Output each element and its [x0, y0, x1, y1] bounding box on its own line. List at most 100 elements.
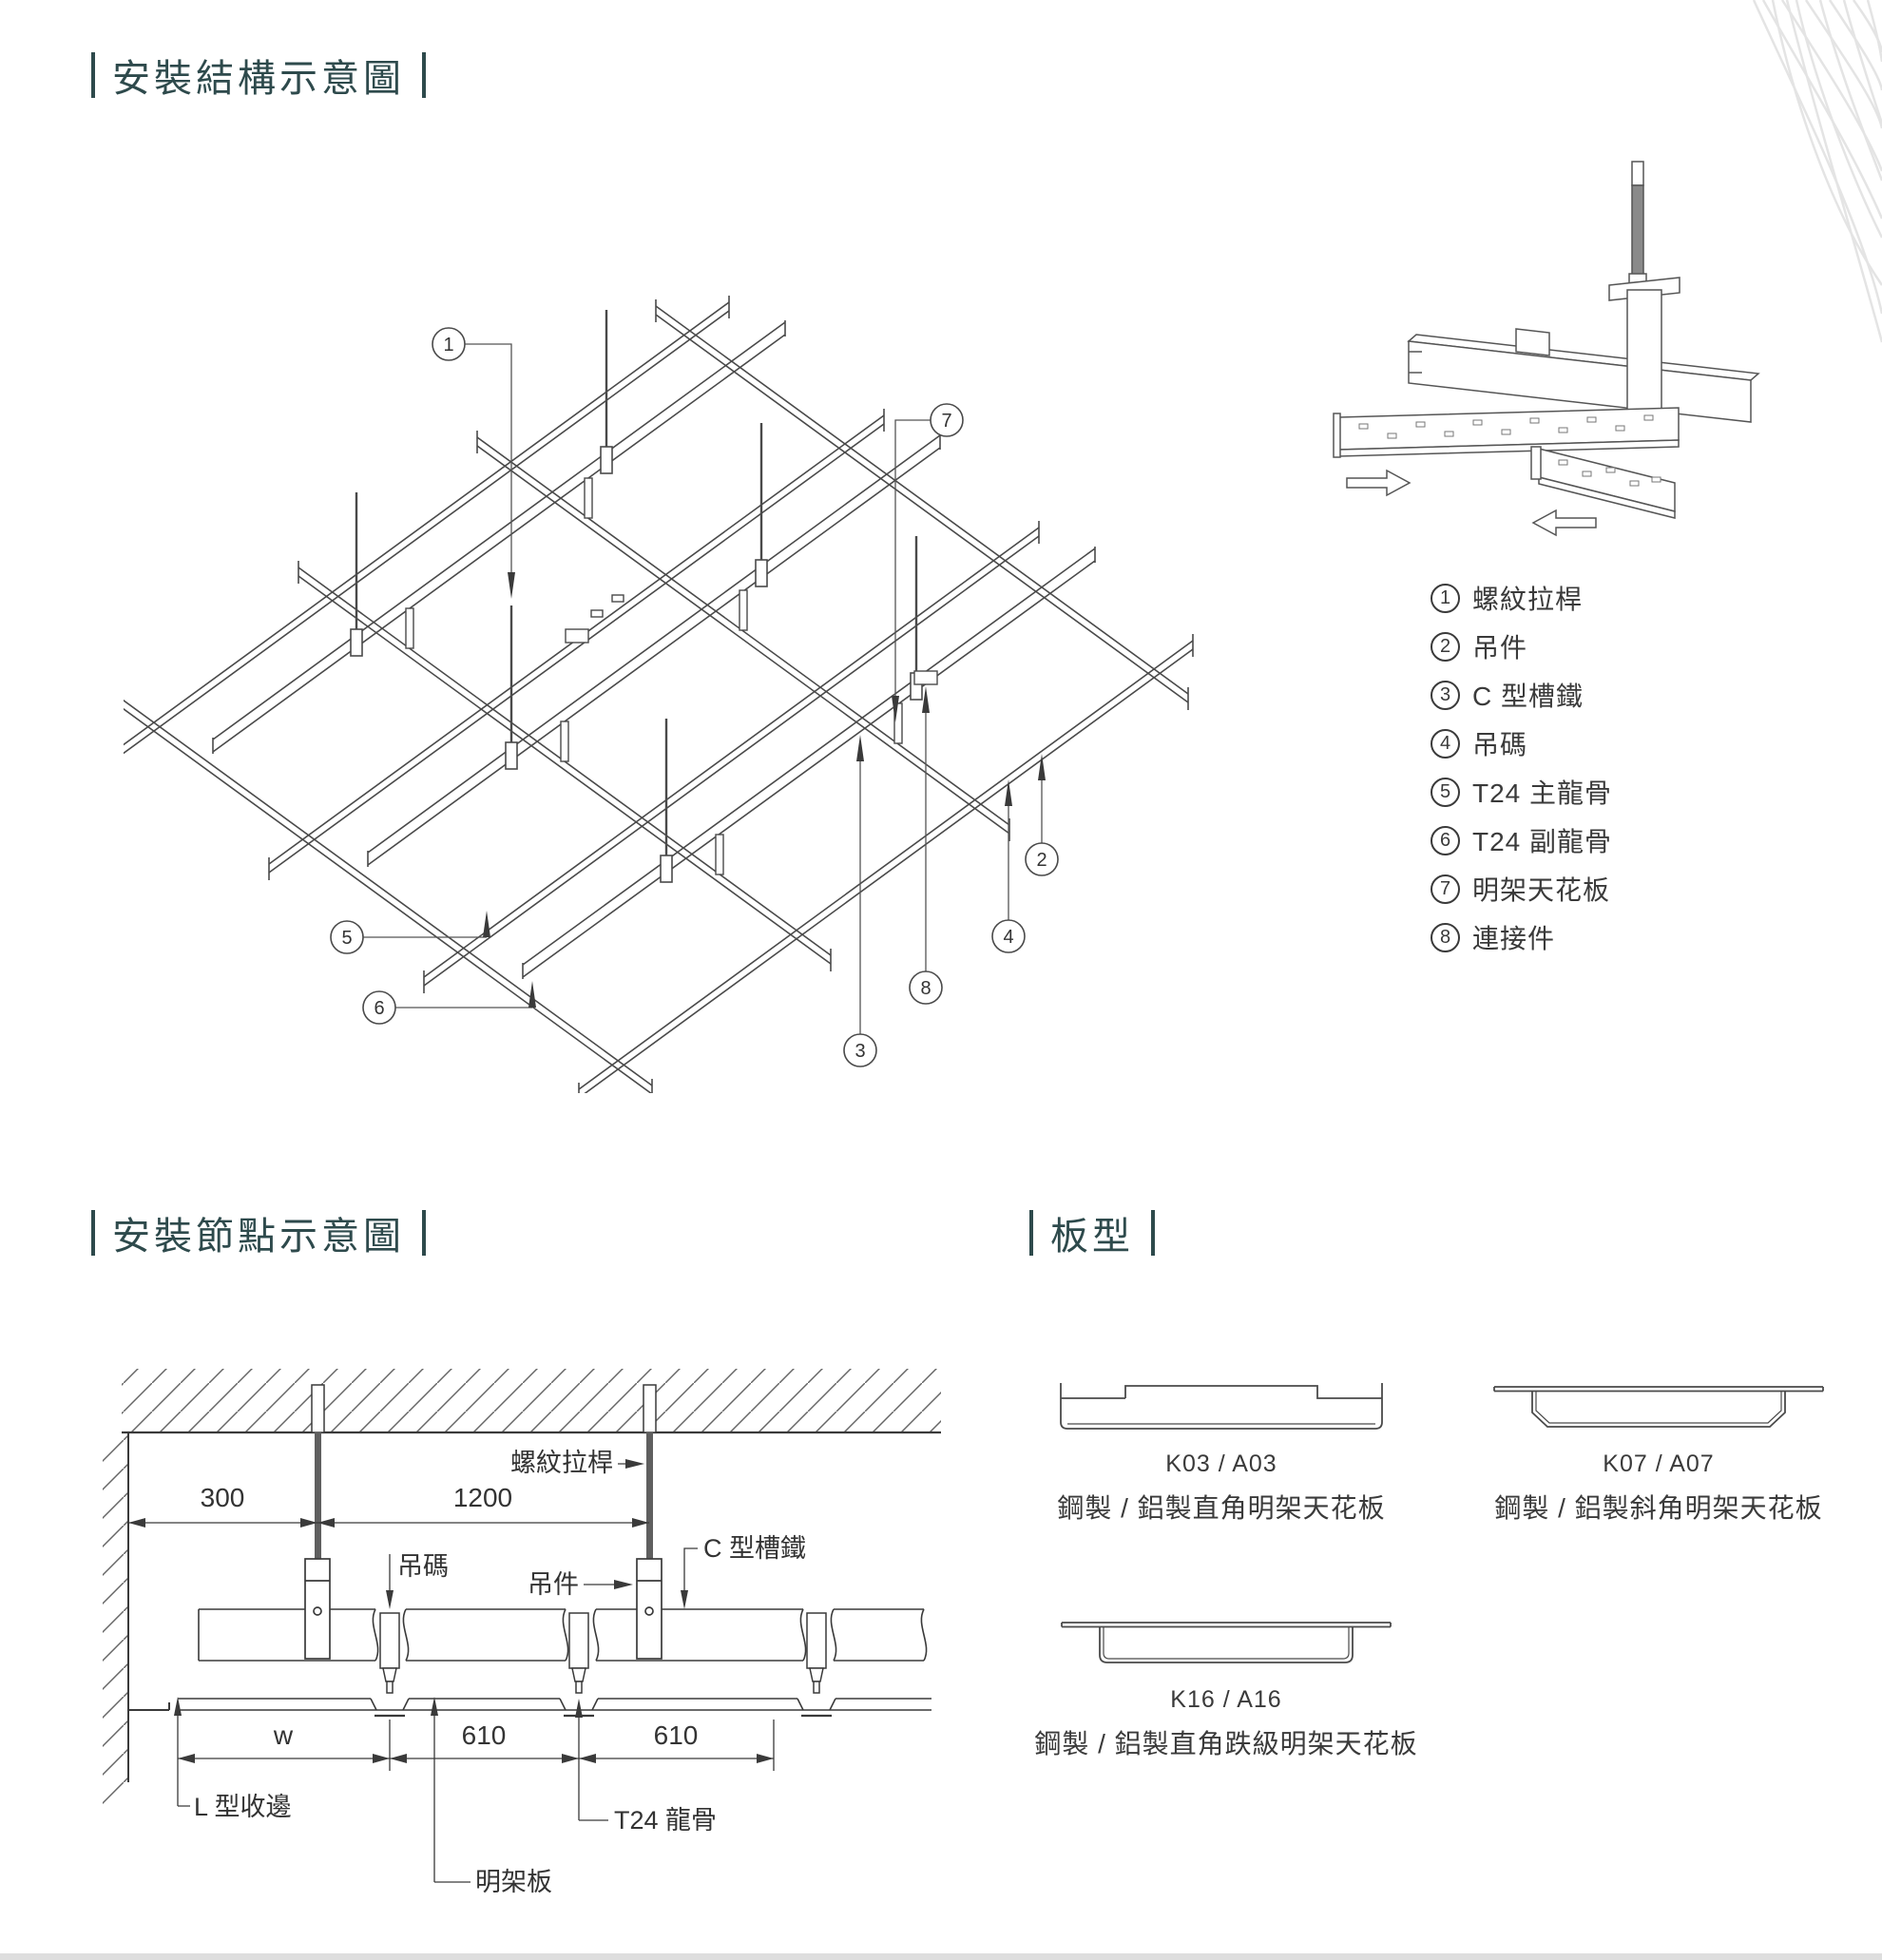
legend-item-hanger: 2 吊件	[1431, 630, 1612, 663]
structure-diagram: 1 7 2 4 8 3 5 6	[124, 296, 1194, 1093]
threaded-rod-left	[311, 1384, 325, 1559]
panel-profile-k07	[1493, 1386, 1824, 1428]
legend-label-7: 明架天花板	[1472, 875, 1611, 905]
callout-7-num: 7	[941, 411, 951, 432]
callout-5	[330, 920, 364, 954]
callout-4	[991, 919, 1026, 953]
callout-7	[930, 403, 964, 437]
dim-w: w	[273, 1720, 294, 1750]
insert-arrow-right-icon	[1346, 469, 1412, 497]
legend-num-3: 3	[1431, 680, 1460, 710]
legend-item-channel: 3 C 型槽鐵	[1431, 679, 1612, 711]
section-title-panel: 板型	[1029, 1205, 1155, 1260]
node-diagram: 300 1200	[103, 1369, 941, 1896]
section-title-node: 安裝節點示意圖	[91, 1205, 426, 1260]
callout-leaders	[363, 343, 1043, 1034]
title-bar-left	[1029, 1210, 1033, 1256]
c-channel-1	[212, 320, 786, 754]
structure-title-text: 安裝結構示意圖	[112, 58, 405, 100]
threaded-rod-right	[643, 1384, 657, 1559]
dim-610b: 610	[654, 1720, 699, 1750]
legend-num-7: 7	[1431, 874, 1460, 904]
section-title-structure: 安裝結構示意圖	[91, 48, 426, 103]
legend-label-6: T24 副龍骨	[1472, 827, 1613, 856]
connector-plates	[565, 594, 938, 685]
legend-label-8: 連接件	[1472, 924, 1556, 953]
legend-num-8: 8	[1431, 922, 1460, 952]
legend-num-4: 4	[1431, 728, 1460, 759]
ceiling-slab-hatch	[122, 1369, 941, 1432]
node-title-text: 安裝節點示意圖	[112, 1216, 405, 1258]
runner-end-cap	[1333, 413, 1341, 458]
label-leaders	[177, 1463, 698, 1883]
label-threaded-rod: 螺紋拉桿	[510, 1449, 613, 1477]
page-bottom-strip	[0, 1953, 1882, 1960]
legend-item-panel: 7 明架天花板	[1431, 873, 1612, 905]
panel-type-k07: K07 / A07 鋼製 / 鋁製斜角明架天花板	[1483, 1380, 1834, 1526]
cross-tee-flange	[1538, 476, 1676, 519]
panel-desc: 鋼製 / 鋁製斜角明架天花板	[1494, 1493, 1823, 1523]
threaded-rods	[355, 310, 918, 861]
c-channel-band	[198, 1608, 928, 1662]
panel-code: K16 / A16	[1170, 1686, 1282, 1713]
label-hanger: 吊件	[528, 1570, 579, 1599]
legend-num-2: 2	[1431, 631, 1460, 662]
legend-label-1: 螺紋拉桿	[1472, 585, 1584, 614]
corner-mesh-decoration	[1752, 0, 1882, 343]
legend-item-clip: 4 吊碼	[1431, 727, 1612, 759]
panel-type-k16: K16 / A16 鋼製 / 鋁製直角跌級明架天花板	[1034, 1616, 1417, 1761]
legend-item-rod: 1 螺紋拉桿	[1431, 582, 1612, 614]
title-bar-right	[422, 1210, 426, 1256]
panel-profile-k03	[1060, 1383, 1383, 1430]
panel-code: K03 / A03	[1165, 1451, 1277, 1477]
callout-6	[362, 990, 396, 1025]
suspension-clips	[405, 477, 903, 875]
panel-code: K07 / A07	[1603, 1451, 1715, 1477]
callout-8	[909, 970, 943, 1005]
connection-detail-drawing	[1333, 161, 1760, 537]
title-bar-right	[422, 52, 426, 98]
callout-2-num: 2	[1036, 850, 1047, 871]
tbar-clips	[379, 1612, 827, 1694]
dim-arrows-top	[128, 1518, 649, 1528]
hanger-bracket-right	[636, 1558, 663, 1660]
panel-profile-k16	[1061, 1622, 1392, 1663]
callout-1	[432, 327, 466, 361]
hanger-bracket	[1626, 289, 1662, 416]
label-c-channel: C 型槽鐵	[703, 1534, 806, 1563]
legend-num-1: 1	[1431, 583, 1460, 613]
legend-item-main-runner: 5 T24 主龍骨	[1431, 776, 1612, 808]
dim-610a: 610	[462, 1720, 507, 1750]
legend-num-5: 5	[1431, 777, 1460, 807]
channel-connector-tab	[1515, 328, 1550, 356]
panel-title-text: 板型	[1050, 1216, 1134, 1258]
hanger-bracket-left	[304, 1558, 331, 1660]
legend-item-cross-runner: 6 T24 副龍骨	[1431, 824, 1612, 856]
cross-tee-connector	[1530, 446, 1542, 480]
title-bar-left	[91, 52, 95, 98]
hanger-brackets	[350, 446, 923, 883]
l-trim	[127, 1678, 170, 1711]
title-bar-left	[91, 1210, 95, 1256]
insert-arrow-left-icon	[1531, 509, 1597, 537]
c-channel-3	[522, 547, 1096, 979]
dim-300: 300	[201, 1483, 245, 1512]
label-clip: 吊碼	[397, 1552, 449, 1581]
panel-line	[127, 1678, 931, 1718]
legend-num-6: 6	[1431, 825, 1460, 855]
callout-4-num: 4	[1003, 927, 1013, 948]
callout-3-num: 3	[855, 1041, 865, 1062]
title-bar-right	[1151, 1210, 1155, 1256]
dim-1200: 1200	[453, 1483, 512, 1512]
legend-label-3: C 型槽鐵	[1472, 682, 1584, 711]
label-arrowheads	[174, 1459, 688, 1718]
rod-tip	[1631, 161, 1644, 186]
label-exposed-panel: 明架板	[475, 1868, 552, 1896]
legend-label-5: T24 主龍骨	[1472, 778, 1613, 808]
runner-perforations	[1358, 414, 1661, 487]
legend-label-2: 吊件	[1472, 633, 1528, 663]
legend-item-connector: 8 連接件	[1431, 921, 1612, 953]
legend: 1 螺紋拉桿 2 吊件 3 C 型槽鐵 4 吊碼 5 T24 主龍骨 6 T24…	[1431, 582, 1612, 953]
wall-hatch	[103, 1432, 128, 1808]
callout-3	[843, 1033, 877, 1067]
